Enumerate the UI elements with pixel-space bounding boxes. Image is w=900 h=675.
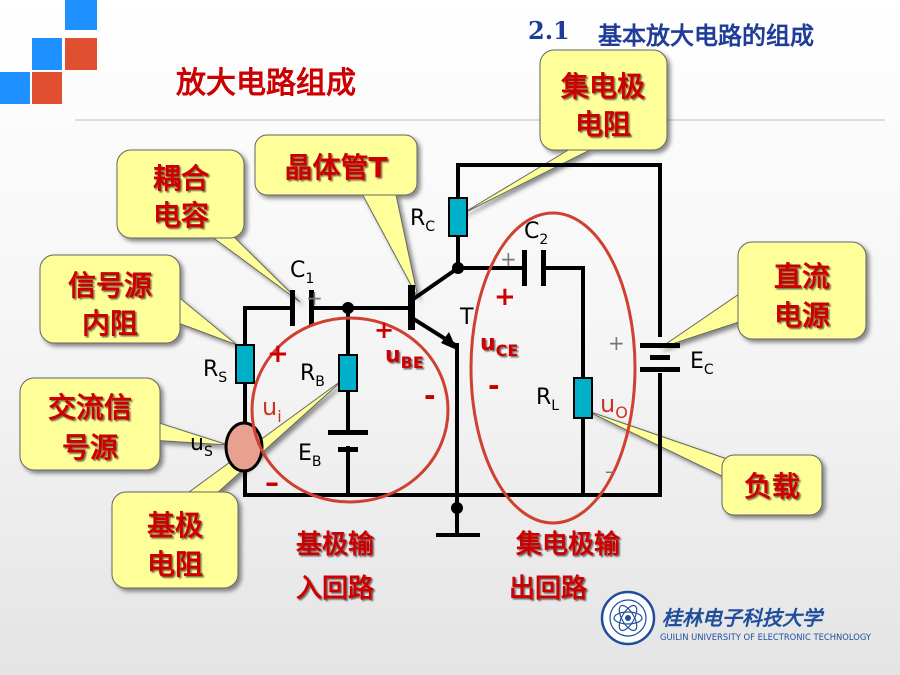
callout-rc-line2: 电阻: [575, 108, 631, 141]
output-loop-ring: [469, 211, 637, 525]
resistor-rs: [235, 344, 255, 384]
title-divider: [75, 119, 885, 121]
label-transistor: T: [459, 305, 474, 330]
label-c1: C1: [290, 258, 314, 287]
label-uce: uCE: [480, 331, 518, 360]
corner-square: [32, 38, 62, 70]
junction-dot: [451, 502, 463, 514]
callout-coupling-capacitor: [116, 149, 301, 303]
c2-plus-mark: +: [500, 247, 517, 271]
resistor-rl: [573, 377, 593, 419]
callout-rb-line2: 电阻: [147, 548, 203, 581]
corner-square: [0, 72, 30, 104]
input-loop-line2: 入回路: [296, 573, 375, 604]
callout-dc-supply: [659, 241, 867, 349]
label-c2: C2: [524, 219, 548, 248]
junction-dot: [452, 262, 464, 274]
callout-coupling-line2: 电容: [153, 199, 209, 232]
callout-transistor-text: 晶体管T: [284, 151, 387, 184]
ui-minus-sign: –: [265, 466, 279, 499]
label-ube: uBE: [385, 343, 424, 372]
section-title: 基本放大电路的组成: [598, 22, 814, 50]
callout-rc-line1: 集电极: [560, 70, 645, 103]
callout-coupling-line1: 耦合: [153, 162, 210, 195]
corner-square: [65, 38, 97, 70]
callout-load: [584, 409, 823, 516]
label-eb: EB: [298, 441, 322, 470]
callout-rs-line2: 内阻: [82, 307, 138, 340]
callout-rs-line1: 信号源: [68, 269, 152, 302]
callout-rb-line1: 基极: [147, 509, 203, 542]
label-rl: RL: [536, 385, 559, 414]
input-loop-line1: 基极输: [296, 529, 375, 560]
uce-minus-sign: -: [488, 369, 500, 402]
emitter-arrow-icon: [441, 332, 457, 350]
capacitor-c1: [290, 290, 314, 326]
corner-square: [65, 0, 97, 30]
output-loop-line1: 集电极输: [515, 529, 621, 560]
callout-transistor: [254, 134, 419, 299]
ec-plus-mark: +: [608, 331, 625, 355]
logo-name-en: GUILIN UNIVERSITY OF ELECTRONIC TECHNOLO…: [660, 632, 872, 642]
ac-source-us: [224, 421, 264, 473]
uce-plus-sign: +: [494, 282, 516, 312]
input-loop-ring: [250, 316, 450, 504]
logo-name-cn: 桂林电子科技大学: [662, 606, 825, 630]
resistor-rc: [448, 197, 468, 237]
callout-dc-line1: 直流: [774, 260, 830, 293]
label-uo: uO: [600, 390, 628, 422]
battery-ec: [640, 343, 680, 372]
ube-plus-sign: +: [374, 316, 394, 344]
ec-minus-mark: –: [605, 459, 615, 483]
callout-base-resistor: [111, 377, 346, 589]
label-us: uS: [190, 431, 213, 460]
label-ui: ui: [262, 393, 282, 426]
university-logo: 桂林电子科技大学 GUILIN UNIVERSITY OF ELECTRONIC…: [600, 590, 872, 646]
callout-collector-resistor: [459, 49, 668, 216]
callout-source-resistance: [39, 254, 238, 346]
callout-ac-source: [19, 377, 229, 471]
junction-dot: [342, 302, 354, 314]
callout-ac-line1: 交流信: [48, 391, 132, 424]
label-rb: RB: [300, 361, 325, 390]
output-loop-line2: 出回路: [509, 573, 588, 604]
ube-minus-sign: -: [424, 379, 436, 412]
transistor-base-bar: [408, 285, 415, 330]
callout-load-text: 负载: [744, 470, 800, 503]
callout-ac-line2: 号源: [62, 431, 118, 464]
slide-title: 放大电路组成: [176, 66, 356, 101]
label-rs: RS: [203, 357, 227, 386]
corner-decoration: [0, 0, 110, 110]
c1-plus-mark: +: [306, 286, 323, 310]
corner-square: [32, 72, 62, 104]
resistor-rb: [338, 354, 358, 392]
capacitor-c2: [522, 250, 546, 286]
ui-plus-sign: +: [267, 339, 289, 369]
label-rc: RC: [410, 206, 435, 235]
section-number: 2.1: [528, 16, 570, 45]
callout-dc-line2: 电源: [774, 299, 830, 332]
battery-eb: [328, 430, 368, 452]
label-ec: EC: [690, 349, 714, 378]
